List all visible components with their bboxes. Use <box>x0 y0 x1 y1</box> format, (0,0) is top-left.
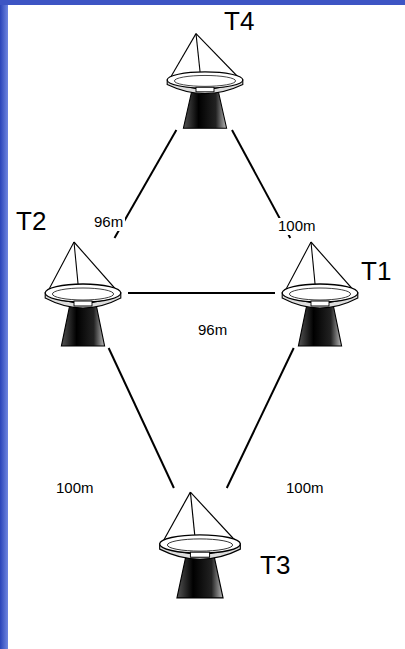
telescope-label: T2 <box>16 208 46 234</box>
slide-bar <box>0 0 8 649</box>
telescope-icon <box>160 30 250 130</box>
telescope-label: T1 <box>361 258 391 284</box>
radio-telescope: T2 <box>38 238 128 348</box>
baseline-line <box>227 348 294 488</box>
distance-label: 100m <box>284 480 326 497</box>
telescope-label: T4 <box>224 8 254 34</box>
distance-label: 100m <box>276 218 318 235</box>
radio-telescope: T4 <box>160 30 250 130</box>
slide-bar <box>0 0 405 5</box>
radio-telescope: T3 <box>152 488 248 600</box>
radio-telescope: T1 <box>275 238 365 348</box>
telescope-icon <box>275 238 365 348</box>
baseline-line <box>128 292 275 294</box>
telescope-icon <box>38 238 128 348</box>
distance-label: 96m <box>196 322 229 339</box>
distance-label: 96m <box>92 214 125 231</box>
baseline-line <box>109 348 174 488</box>
distance-label: 100m <box>54 480 96 497</box>
telescope-label: T3 <box>260 552 290 578</box>
telescope-icon <box>152 488 248 600</box>
